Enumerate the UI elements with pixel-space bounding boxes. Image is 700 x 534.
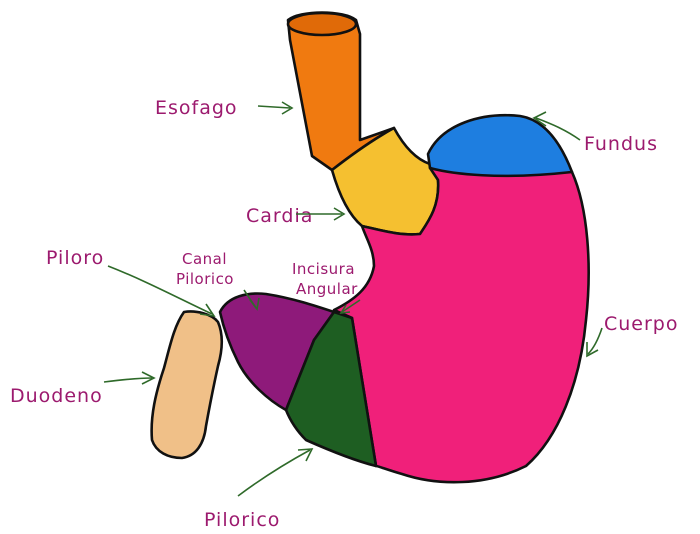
cuerpo-label: Cuerpo xyxy=(604,313,679,335)
arrow-duodeno xyxy=(104,372,154,384)
esofago-opening xyxy=(288,13,356,35)
arrow-cuerpo xyxy=(587,328,602,356)
esofago-label: Esofago xyxy=(155,97,238,119)
arrow-esofago xyxy=(258,102,292,114)
incisura-label-line2: Angular xyxy=(296,280,358,298)
incisura-label-line1: Incisura xyxy=(292,260,355,278)
arrow-pilorico xyxy=(238,449,312,496)
cardia-label: Cardia xyxy=(246,205,313,227)
duodeno-region xyxy=(152,311,222,458)
duodeno-label: Duodeno xyxy=(10,385,103,407)
fundus-label: Fundus xyxy=(584,133,658,155)
canal-label-line1: Canal xyxy=(182,250,227,268)
pilorico-label: Pilorico xyxy=(204,509,280,531)
canal-label-line2: Pilorico xyxy=(176,270,234,288)
piloro-label: Piloro xyxy=(46,247,104,269)
